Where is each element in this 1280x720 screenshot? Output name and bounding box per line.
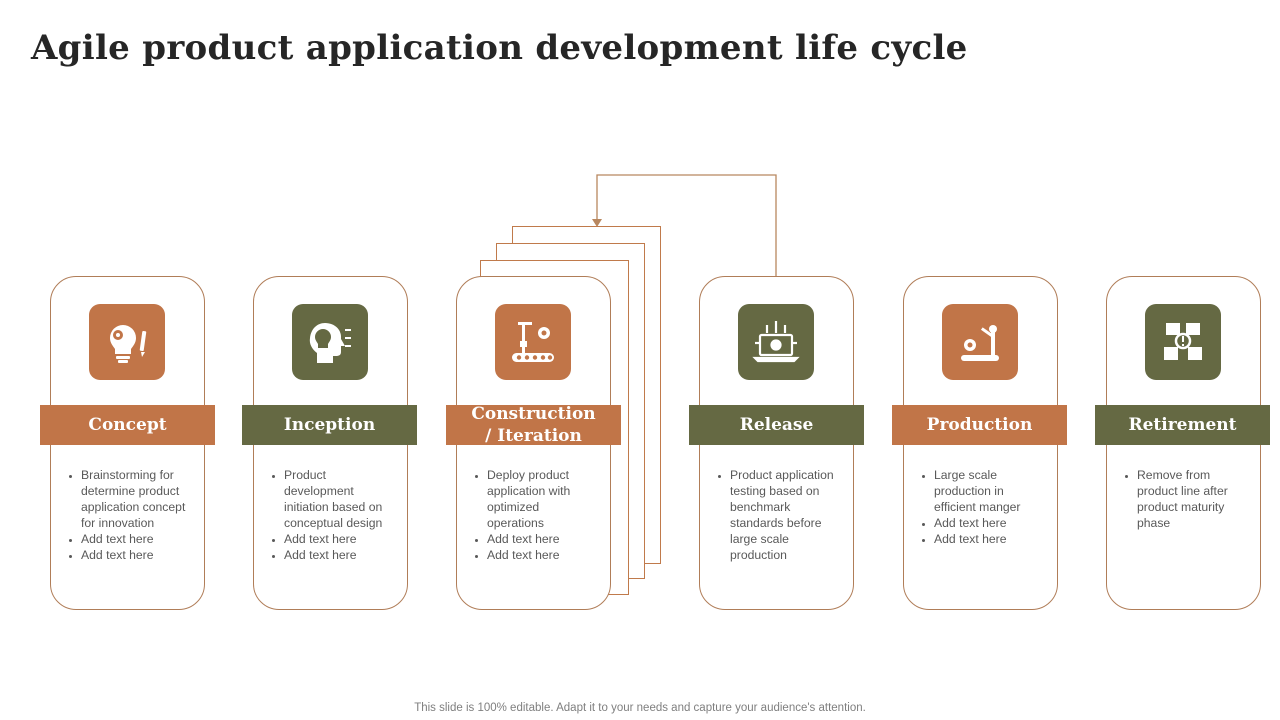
stage-bullets: Product application testing based on ben… <box>700 467 853 563</box>
stage-bullets: Deploy product application with optimize… <box>457 467 610 563</box>
stage-bullets: Large scale production in efficient mang… <box>904 467 1057 547</box>
stage-bullets: Brainstorming for determine product appl… <box>51 467 204 563</box>
bullet-item: Add text here <box>934 515 1043 531</box>
head-lightbulb-icon <box>292 304 368 380</box>
laptop-network-gear-icon <box>738 304 814 380</box>
stage-label-production: Production <box>892 405 1067 445</box>
boxes-cycle-icon <box>1145 304 1221 380</box>
robot-arm-gear-icon <box>942 304 1018 380</box>
bullet-item: Large scale production in efficient mang… <box>934 467 1043 515</box>
stage-bullets: Product development initiation based on … <box>254 467 407 563</box>
stage-label-construction: Construction / Iteration <box>446 404 621 446</box>
stage-label-concept: Concept <box>40 405 215 445</box>
footer-note: This slide is 100% editable. Adapt it to… <box>414 702 866 714</box>
page-title: Agile product application development li… <box>31 28 968 68</box>
bullet-item: Add text here <box>284 531 393 547</box>
stage-bullets: Remove from product line after product m… <box>1107 467 1260 531</box>
bullet-item: Add text here <box>487 547 596 563</box>
bullet-item: Product application testing based on ben… <box>730 467 839 563</box>
bullet-item: Add text here <box>81 531 190 547</box>
stage-label-retirement: Retirement <box>1095 405 1270 445</box>
stage-label-inception: Inception <box>242 405 417 445</box>
bullet-item: Add text here <box>81 547 190 563</box>
robotic-arm-conveyor-icon <box>495 304 571 380</box>
bullet-item: Remove from product line after product m… <box>1137 467 1246 531</box>
bullet-item: Add text here <box>934 531 1043 547</box>
bullet-item: Product development initiation based on … <box>284 467 393 531</box>
stage-label-release: Release <box>689 405 864 445</box>
bullet-item: Deploy product application with optimize… <box>487 467 596 531</box>
bullet-item: Add text here <box>284 547 393 563</box>
lightbulb-gear-pencil-icon <box>89 304 165 380</box>
bullet-item: Add text here <box>487 531 596 547</box>
bullet-item: Brainstorming for determine product appl… <box>81 467 190 531</box>
